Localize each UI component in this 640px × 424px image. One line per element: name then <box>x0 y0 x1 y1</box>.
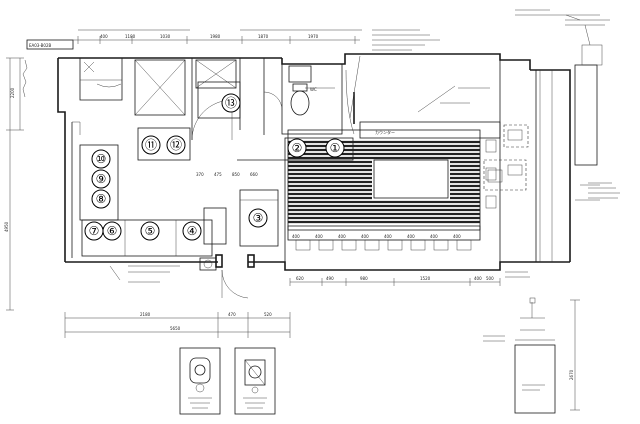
tiny-dim-label: 370 <box>196 172 204 177</box>
bottom-dim-3: 520 <box>264 312 272 317</box>
marker-8-label: ⑧ <box>96 192 107 206</box>
tiny-dim-label: 475 <box>214 172 222 177</box>
top-dim-3: 1030 <box>160 34 171 39</box>
marker-8: ⑧ <box>91 189 111 209</box>
marker-13: ⑬ <box>221 93 241 113</box>
tiny-dim-label: 400 <box>315 234 323 239</box>
stool <box>295 239 311 251</box>
top-dim-2: 1180 <box>125 34 136 39</box>
top-dim-1: 400 <box>100 34 108 39</box>
marker-11-label: ⑪ <box>145 138 157 152</box>
interior-walls <box>71 58 355 262</box>
left-dim-2: 4950 <box>4 221 9 232</box>
stool <box>387 239 403 251</box>
top-dim-4: 1980 <box>210 34 221 39</box>
stool <box>318 239 334 251</box>
stool <box>410 239 426 251</box>
tiny-dim-label: 400 <box>407 234 415 239</box>
marker-6-label: ⑥ <box>107 224 118 238</box>
marker-2: ② <box>287 138 307 158</box>
top-dim-5: 1870 <box>258 34 269 39</box>
counter-hatch <box>287 129 481 231</box>
lower-dim-label: 490 <box>326 276 334 281</box>
right-dim: 2670 <box>569 369 574 380</box>
marker-3: ③ <box>248 208 268 228</box>
marker-3-label: ③ <box>253 211 264 225</box>
legend-box-left <box>179 347 221 415</box>
marker-5: ⑤ <box>140 221 160 241</box>
tiny-dim-label: 660 <box>250 172 258 177</box>
marker-9: ⑨ <box>91 169 111 189</box>
stool <box>456 239 472 251</box>
marker-10: ⑩ <box>91 149 111 169</box>
tiny-dimension-labels: 370 475 850 660 400 400 400 400 400 400 400 400 620 4… <box>196 172 494 281</box>
top-dim-6: 1970 <box>308 34 319 39</box>
left-dim-1: 2200 <box>10 87 15 98</box>
marker-1: ① <box>325 138 345 158</box>
counter-cutout <box>373 159 449 199</box>
marker-7: ⑦ <box>84 221 104 241</box>
stool <box>485 167 497 181</box>
marker-1-label: ① <box>330 141 341 155</box>
marker-6: ⑥ <box>102 221 122 241</box>
lower-dim-label: 500 <box>486 276 494 281</box>
wc-label: WC <box>310 87 317 92</box>
marker-9-label: ⑨ <box>96 172 107 186</box>
hatch-lines <box>288 140 480 224</box>
marker-7-label: ⑦ <box>89 224 100 238</box>
lower-dim-label: 400 <box>474 276 482 281</box>
note-blocks: WC <box>128 9 620 342</box>
stool <box>485 195 497 209</box>
detail-box <box>514 297 556 414</box>
lower-dim-label: 1520 <box>420 276 431 281</box>
drawing-title-tag: EA03-B02B <box>26 39 74 50</box>
bottom-dim-2: 470 <box>228 312 236 317</box>
marker-10-label: ⑩ <box>96 152 107 166</box>
marker-2-label: ② <box>292 141 303 155</box>
stool <box>485 139 497 153</box>
bottom-dim-1: 2180 <box>140 312 151 317</box>
stool-row <box>295 139 497 251</box>
lower-dim-label: 620 <box>296 276 304 281</box>
outer-walls <box>57 53 571 271</box>
right-area <box>483 44 603 262</box>
left-dimensions: 2200 4950 <box>4 57 28 311</box>
top-dimensions: 400 1180 1030 1980 1870 1970 <box>55 29 362 44</box>
marker-12: ⑫ <box>166 135 186 155</box>
tiny-dim-label: 400 <box>292 234 300 239</box>
marker-4-label: ④ <box>187 224 198 238</box>
bottom-total: 5650 <box>170 326 181 331</box>
tiny-dim-label: 400 <box>361 234 369 239</box>
bottom-dimensions: 2180 470 520 5650 2670 <box>64 278 580 411</box>
counter-label: カウンター <box>375 129 395 135</box>
tiny-dim-label: 850 <box>232 172 240 177</box>
marker-4: ④ <box>182 221 202 241</box>
marker-5-label: ⑤ <box>145 224 156 238</box>
leader-lines <box>109 14 600 281</box>
marker-13-label: ⑬ <box>225 96 237 110</box>
legend-box-right <box>234 347 276 415</box>
tiny-dim-label: 400 <box>338 234 346 239</box>
stool <box>433 239 449 251</box>
tiny-dim-label: 400 <box>430 234 438 239</box>
lower-dim-label: 980 <box>360 276 368 281</box>
drawing-title-text: EA03-B02B <box>29 43 51 48</box>
marker-12-label: ⑫ <box>170 138 182 152</box>
stool <box>364 239 380 251</box>
tiny-dim-label: 400 <box>453 234 461 239</box>
door-swings <box>191 91 283 299</box>
stool <box>341 239 357 251</box>
tiny-dim-label: 400 <box>384 234 392 239</box>
marker-11: ⑪ <box>141 135 161 155</box>
